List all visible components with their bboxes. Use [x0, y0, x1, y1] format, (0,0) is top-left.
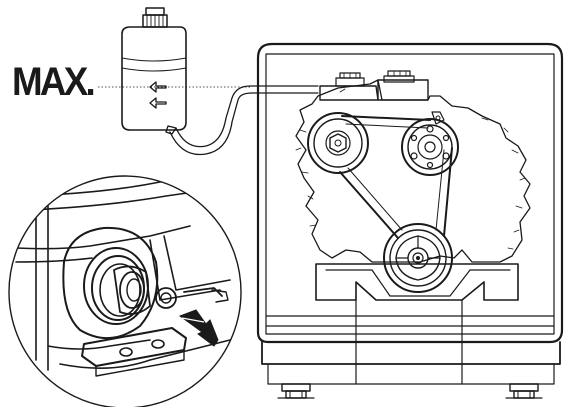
- drain-detail-magnifier: [8, 175, 242, 409]
- engine-enclosure: [256, 42, 564, 399]
- v-belt: [339, 115, 453, 239]
- right-foot: [505, 383, 543, 399]
- max-level-label: MAX.: [12, 60, 96, 104]
- crankshaft-pulley: [383, 223, 453, 293]
- overflow-hose: [169, 85, 319, 156]
- water-pump-pulley: [401, 118, 459, 176]
- left-foot: [277, 383, 315, 399]
- coolant-expansion-tank: [121, 7, 187, 135]
- alternator-pulley: [307, 112, 369, 174]
- engine-block: [295, 70, 531, 301]
- arrow-indicator: [178, 309, 219, 347]
